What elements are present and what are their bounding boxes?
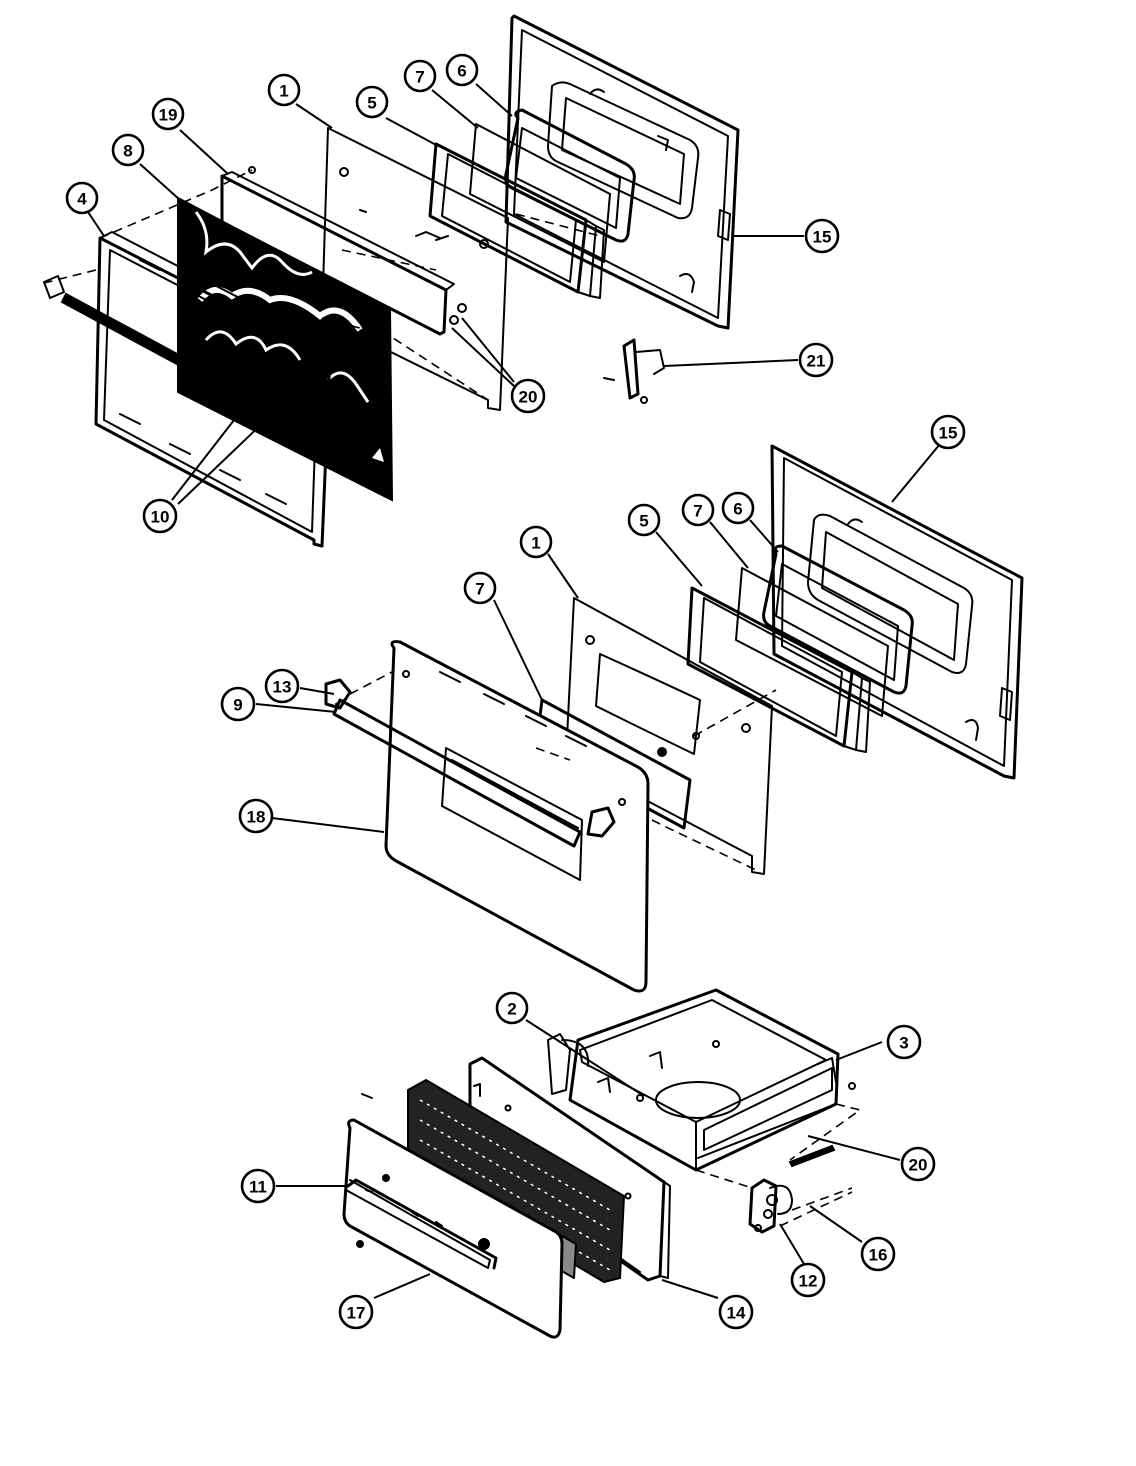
callout-15-upper: 15 [804,218,840,254]
callout-7-upper-label: 7 [415,68,424,87]
callout-6-lower: 6 [721,491,755,525]
callout-12-label: 12 [799,1272,818,1291]
part-11-trim [346,1093,498,1270]
part-5-upper-glass-frame [428,142,605,299]
callout-18-label: 18 [247,808,266,827]
callout-13: 13 [264,668,300,704]
callout-13-label: 13 [273,678,292,697]
part-15-upper-inner-liner [504,14,740,330]
callout-17: 17 [338,1294,374,1330]
callout-15-lower-label: 15 [939,424,958,443]
callout-12: 12 [790,1262,826,1298]
part-9-handle [332,698,582,848]
callout-21-label: 21 [807,352,826,371]
drawer-assembly [342,988,862,1339]
callout-5-upper-label: 5 [367,94,376,113]
callout-5-upper: 5 [355,85,389,119]
callout-21: 21 [798,342,834,378]
callout-8-label: 8 [123,142,132,161]
callout-4: 4 [65,181,99,215]
part-7-upper-glass [469,123,611,263]
part-20-rail [788,1082,856,1168]
callout-15-lower: 15 [930,414,966,450]
callout-10-label: 10 [151,508,170,527]
callout-14: 14 [718,1294,754,1330]
callout-8: 8 [111,133,145,167]
callout-3: 3 [886,1024,922,1060]
part-21-hinge [603,338,665,404]
callout-3-label: 3 [899,1034,908,1053]
callout-7-front-label: 7 [475,580,484,599]
callout-18: 18 [238,798,274,834]
callout-20-lower-label: 20 [909,1156,928,1175]
callout-19: 19 [151,97,185,131]
callout-20-upper: 20 [510,378,546,414]
callout-20-upper-label: 20 [519,388,538,407]
callout-6-upper: 6 [445,53,479,87]
callout-1-lower-label: 1 [531,534,540,553]
callout-9: 9 [220,686,256,722]
callout-17-label: 17 [347,1304,366,1323]
part-17-drawer-front [342,1118,564,1339]
callout-20-lower: 20 [900,1146,936,1182]
part-8-decorative-panel [177,196,394,502]
part-6-lower-gasket [762,544,914,695]
part-5-lower-glass-frame [686,586,871,753]
part-18-outer-door [384,640,667,993]
callout-1-upper: 1 [267,73,301,107]
callout-14-label: 14 [727,1304,746,1323]
callout-16: 16 [860,1236,896,1272]
callout-1-upper-label: 1 [279,82,288,101]
callout-7-front: 7 [463,571,497,605]
part-13-bracket [324,678,616,838]
lower-door-assembly [324,444,1024,993]
callout-5-lower-label: 5 [639,512,648,531]
callout-16-label: 16 [869,1246,888,1265]
callout-6-lower-label: 6 [733,500,742,519]
callout-5-lower: 5 [627,503,661,537]
leader-lines [87,83,941,1299]
part-3-drawer-body [547,988,840,1172]
callout-4-label: 4 [77,190,87,209]
callout-10: 10 [142,498,178,534]
part-20-screws-upper [435,235,467,325]
callout-6-upper-label: 6 [457,62,466,81]
callout-7-lower-label: 7 [693,502,702,521]
part-12-slide [748,1178,793,1234]
callout-11: 11 [240,1168,276,1204]
callout-7-upper: 7 [403,59,437,93]
callout-7-lower: 7 [681,493,715,527]
callout-2-label: 2 [507,1000,516,1019]
callout-1-lower: 1 [519,525,553,559]
callout-11-label: 11 [249,1178,267,1197]
callout-15-upper-label: 15 [813,228,832,247]
callout-19-label: 19 [159,106,178,125]
callout-9-label: 9 [233,696,242,715]
part-10-handle [43,275,295,425]
callout-2: 2 [495,991,529,1025]
upper-door-assembly [39,14,740,548]
